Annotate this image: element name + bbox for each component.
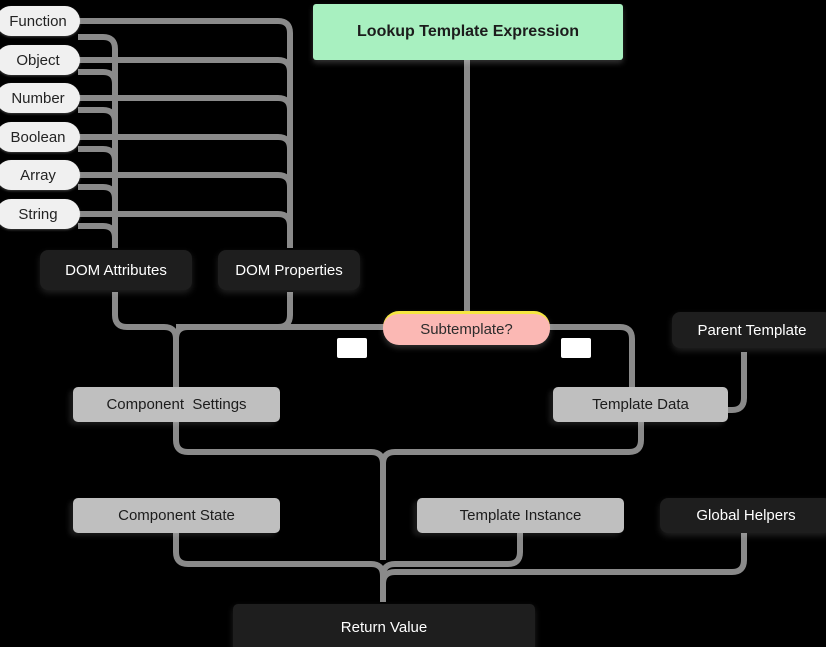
node-global-helpers[interactable]: Global Helpers: [660, 498, 826, 533]
node-label: DOM Attributes: [65, 261, 167, 279]
node-lookup-template-expression[interactable]: Lookup Template Expression: [313, 4, 623, 60]
node-type-string[interactable]: String: [0, 199, 80, 229]
node-type-object[interactable]: Object: [0, 45, 80, 75]
node-return-value[interactable]: Return Value: [233, 604, 535, 647]
node-type-number[interactable]: Number: [0, 83, 80, 113]
node-label: Subtemplate?: [420, 321, 513, 338]
node-dom-attributes[interactable]: DOM Attributes: [40, 250, 192, 290]
node-label: Function: [9, 12, 67, 30]
node-type-function[interactable]: Function: [0, 6, 80, 36]
node-template-data[interactable]: Template Data: [553, 387, 728, 422]
node-label: Component State: [118, 507, 235, 524]
node-template-instance[interactable]: Template Instance: [417, 498, 624, 533]
node-label: Return Value: [340, 619, 428, 636]
node-label: Global Helpers: [696, 507, 796, 524]
node-label: Parent Template: [697, 321, 807, 339]
node-component-settings[interactable]: Component Settings: [73, 387, 280, 422]
node-label: Number: [11, 89, 65, 107]
node-subtemplate-decision[interactable]: Subtemplate?: [383, 311, 550, 345]
node-label: Template Instance: [459, 507, 582, 524]
node-label: Boolean: [10, 128, 66, 146]
node-label: DOM Properties: [235, 261, 343, 279]
node-component-state[interactable]: Component State: [73, 498, 280, 533]
node-type-array[interactable]: Array: [0, 160, 80, 190]
node-label: Template Data: [592, 396, 689, 413]
node-dom-properties[interactable]: DOM Properties: [218, 250, 360, 290]
node-label: Object: [16, 51, 60, 69]
node-label: Array: [20, 166, 56, 184]
branch-label-no[interactable]: [561, 338, 591, 358]
node-parent-template[interactable]: Parent Template: [672, 312, 826, 348]
node-type-boolean[interactable]: Boolean: [0, 122, 80, 152]
node-label: String: [18, 205, 58, 223]
branch-label-yes[interactable]: [337, 338, 367, 358]
node-label: Lookup Template Expression: [357, 23, 579, 40]
node-label: Component Settings: [106, 396, 247, 413]
